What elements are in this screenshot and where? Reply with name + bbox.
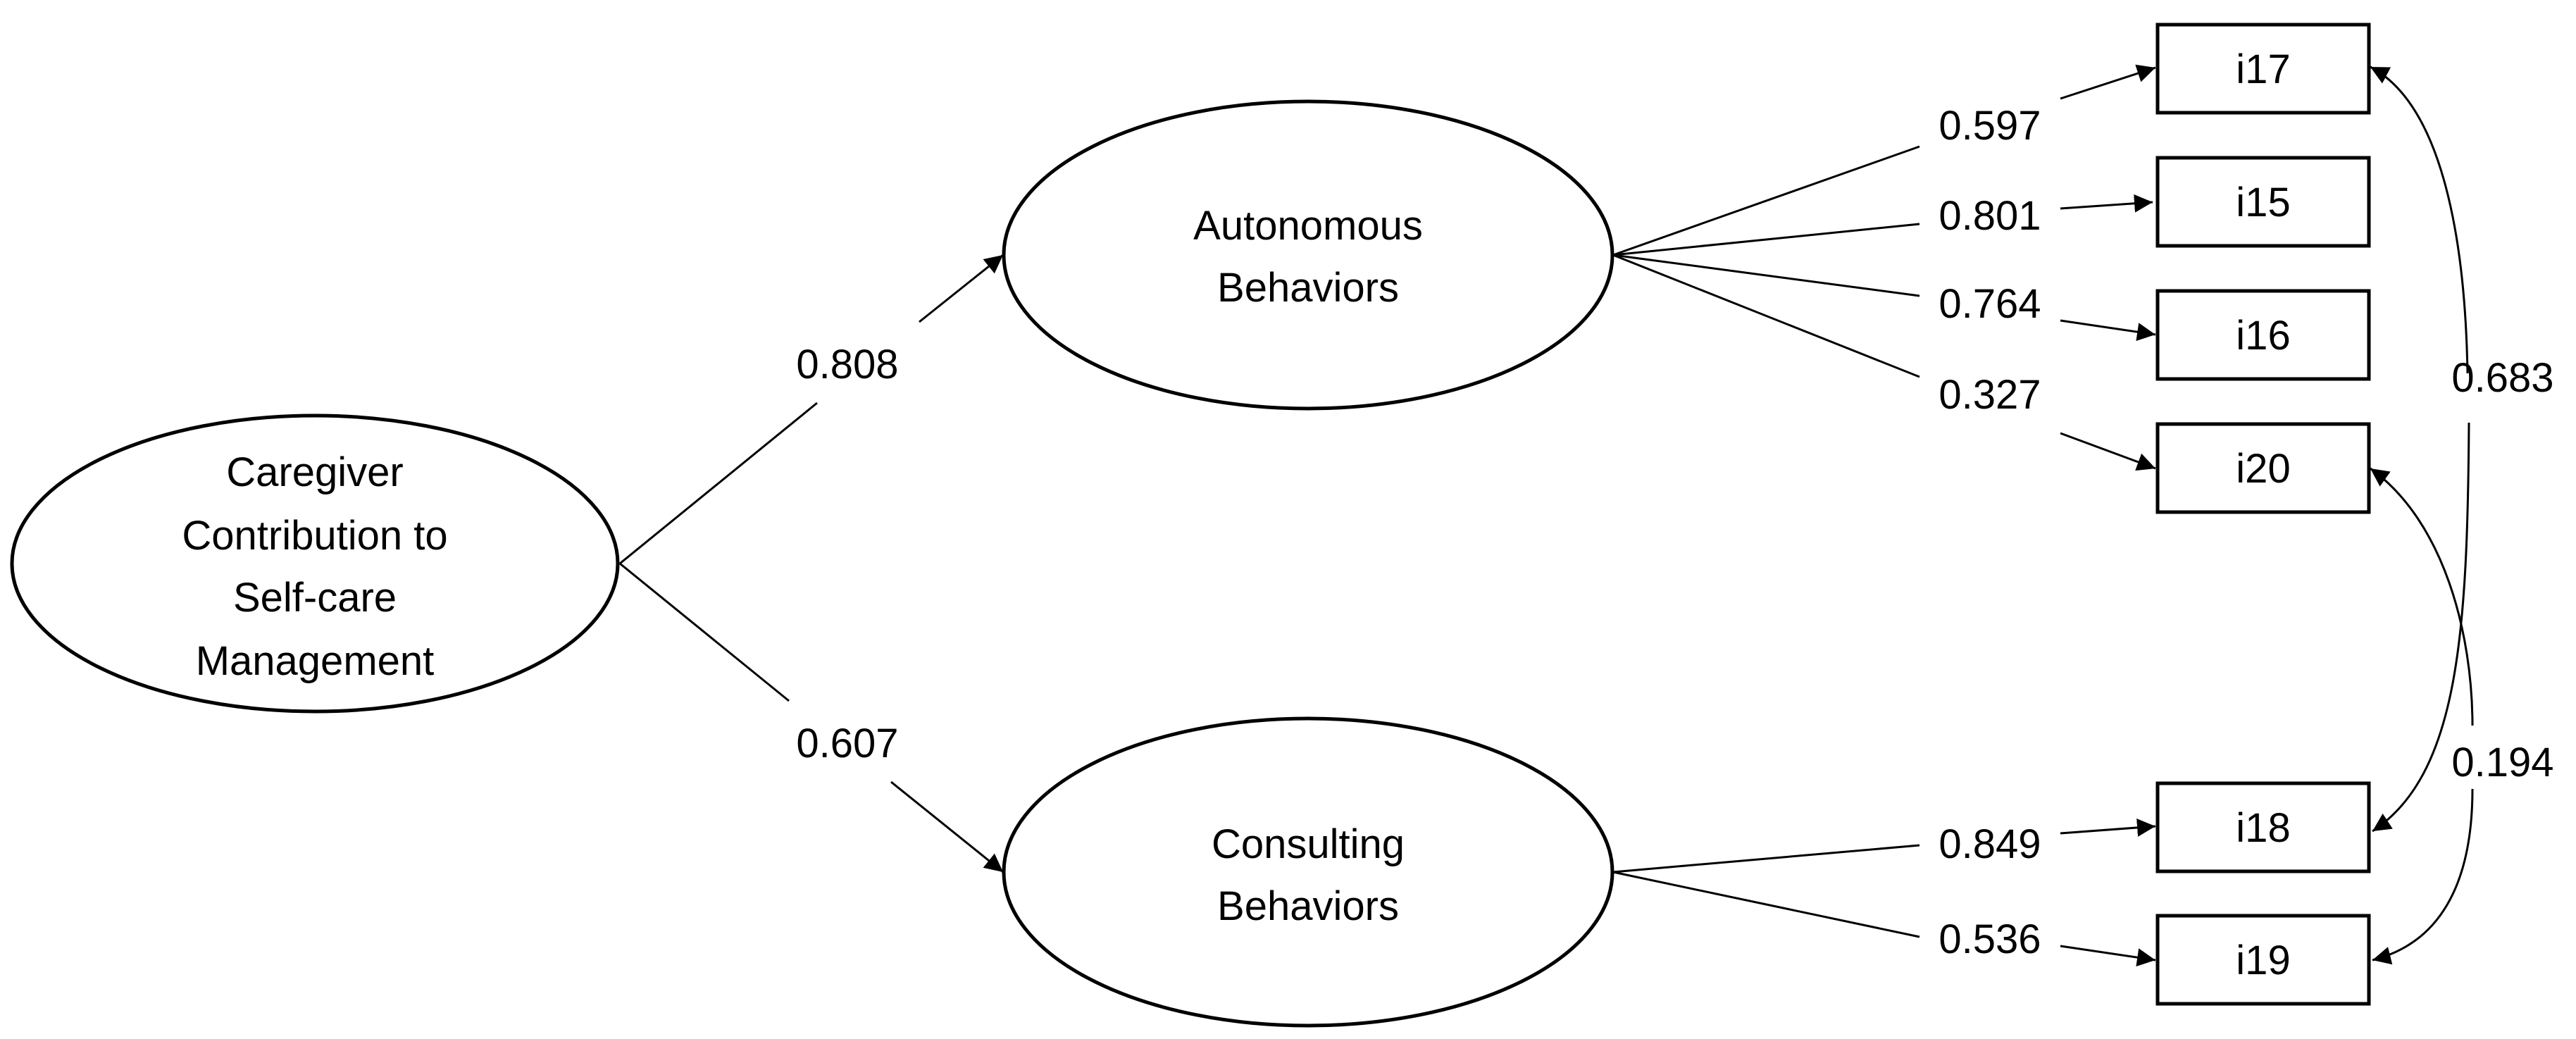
path-consulting-to-i18-b xyxy=(2060,818,2156,837)
item-label-i18: i18 xyxy=(2236,805,2290,851)
path-main-to-autonomous-upper xyxy=(619,402,818,565)
path-main-to-consulting-lower xyxy=(890,780,1004,873)
path-autonomous-to-i17-b xyxy=(2060,64,2156,100)
path-autonomous-to-i15-a xyxy=(1612,223,1920,256)
main-latent-line-2: Contribution to xyxy=(182,513,447,559)
autonomous-latent-line-1: Autonomous xyxy=(1193,203,1423,249)
item-box-i19 xyxy=(2155,914,2371,1006)
coef-autonomous-i16: 0.764 xyxy=(1939,281,2041,327)
main-latent-line-3: Self-care xyxy=(233,575,397,621)
coef-cov-i17-i18: 0.683 xyxy=(2451,355,2553,401)
main-latent-line-4: Management xyxy=(196,638,435,684)
path-consulting-to-i18-a xyxy=(1612,844,1920,873)
path-consulting-to-i19-a xyxy=(1612,871,1920,938)
item-label-i15: i15 xyxy=(2236,180,2290,225)
consulting-latent-line-1: Consulting xyxy=(1212,821,1405,867)
path-main-to-consulting-upper xyxy=(619,562,790,702)
main-latent-line-1: Caregiver xyxy=(226,449,403,495)
coef-autonomous-i15: 0.801 xyxy=(1939,193,2041,239)
coef-consulting-i19: 0.536 xyxy=(1939,916,2041,962)
item-box-i20 xyxy=(2155,422,2371,514)
item-label-i20: i20 xyxy=(2236,446,2290,492)
covariance-i17-i18-lower xyxy=(2372,422,2470,833)
path-autonomous-to-i15-b xyxy=(2060,194,2153,213)
covariance-i20-i19-lower xyxy=(2372,788,2474,965)
item-box-i16 xyxy=(2155,289,2371,381)
item-label-i17: i17 xyxy=(2236,46,2290,92)
path-autonomous-to-i20-b xyxy=(2060,432,2156,471)
item-box-i15 xyxy=(2155,156,2371,248)
path-autonomous-to-i16-b xyxy=(2060,319,2156,342)
coef-consulting-i18: 0.849 xyxy=(1939,821,2041,867)
path-consulting-to-i19-b xyxy=(2060,945,2156,967)
autonomous-latent-line-2: Behaviors xyxy=(1217,265,1399,311)
latent-autonomous-behaviors xyxy=(1002,99,1614,411)
path-main-to-autonomous-lower xyxy=(919,254,1004,323)
consulting-latent-line-2: Behaviors xyxy=(1217,883,1399,929)
covariance-i20-i19 xyxy=(2370,467,2474,726)
coef-autonomous-i17: 0.597 xyxy=(1939,103,2041,149)
item-label-i19: i19 xyxy=(2236,938,2290,983)
item-label-i16: i16 xyxy=(2236,313,2290,359)
coef-main-consulting: 0.607 xyxy=(796,721,898,766)
coef-main-autonomous: 0.808 xyxy=(796,342,898,387)
item-box-i18 xyxy=(2155,781,2371,873)
path-autonomous-to-i16-a xyxy=(1612,254,1920,297)
coef-cov-i20-i19: 0.194 xyxy=(2451,740,2553,785)
path-autonomous-to-i17-a xyxy=(1612,145,1920,256)
latent-caregiver-contribution xyxy=(10,413,620,714)
covariance-i17-i18 xyxy=(2370,66,2469,374)
path-autonomous-to-i20-a xyxy=(1612,254,1920,378)
latent-consulting-behaviors xyxy=(1002,716,1614,1028)
item-box-i17 xyxy=(2155,23,2371,115)
coef-autonomous-i20: 0.327 xyxy=(1939,372,2041,418)
